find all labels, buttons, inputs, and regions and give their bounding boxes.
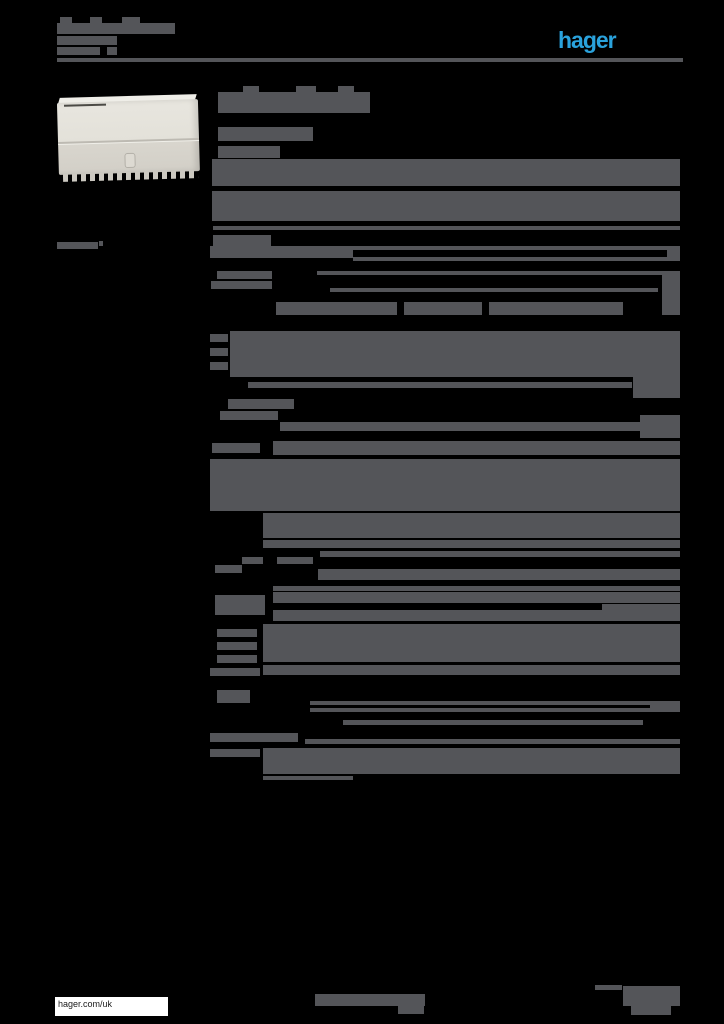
- redacted-text-bar: [317, 271, 680, 275]
- redacted-text-bar: [489, 302, 623, 315]
- redacted-text-bar: [60, 17, 72, 24]
- redacted-text-bar: [90, 17, 102, 24]
- redacted-text-bar: [280, 422, 640, 431]
- redacted-text-bar: [57, 47, 100, 55]
- redacted-text-bar: [602, 604, 680, 610]
- redacted-text-bar: [330, 288, 658, 292]
- redacted-text-bar: [57, 36, 117, 45]
- redacted-text-bar: [107, 47, 117, 55]
- footer-website-box: hager.com/uk: [55, 997, 168, 1016]
- product-image-consumer-unit: [56, 94, 200, 186]
- redacted-text-bar: [228, 399, 294, 409]
- product-latch: [124, 152, 136, 169]
- redacted-text-bar: [217, 655, 257, 663]
- redacted-text-bar: [57, 23, 175, 34]
- redacted-text-bar: [210, 362, 228, 370]
- redacted-text-bar: [210, 334, 228, 342]
- redacted-text-bar: [296, 86, 316, 94]
- redacted-text-bar: [631, 1006, 671, 1015]
- redacted-text-bar: [273, 610, 680, 621]
- redacted-text-bar: [640, 415, 680, 438]
- redacted-text-bar: [315, 994, 425, 1006]
- redacted-text-bar: [243, 86, 259, 94]
- redacted-text-bar: [211, 281, 272, 289]
- redacted-text-bar: [273, 592, 680, 603]
- redacted-text-bar: [263, 776, 353, 780]
- redacted-text-bar: [215, 565, 242, 573]
- footer-website-link[interactable]: hager.com/uk: [58, 999, 113, 1009]
- redacted-text-bar: [310, 701, 680, 705]
- redacted-text-bar: [667, 246, 680, 261]
- redacted-text-bar: [212, 159, 680, 186]
- redacted-text-bar: [273, 586, 680, 591]
- redacted-text-bar: [263, 540, 680, 548]
- redacted-text-bar: [230, 331, 680, 377]
- redacted-text-bar: [212, 191, 680, 221]
- redacted-text-bar: [217, 690, 250, 703]
- redacted-text-bar: [404, 302, 482, 315]
- redacted-text-bar: [277, 557, 313, 564]
- redacted-text-bar: [122, 17, 140, 24]
- redacted-text-bar: [215, 595, 265, 615]
- product-lid-crease: [58, 138, 200, 144]
- redacted-text-bar: [213, 226, 680, 230]
- redacted-text-bar: [263, 748, 680, 774]
- redacted-text-bar: [633, 370, 680, 398]
- redacted-text-bar: [220, 411, 278, 420]
- redacted-text-bar: [213, 235, 271, 246]
- redacted-text-bar: [57, 242, 98, 249]
- redacted-text-bar: [210, 459, 680, 511]
- redacted-text-bar: [398, 1006, 424, 1014]
- redacted-text-bar: [210, 668, 260, 676]
- redacted-text-bar: [218, 146, 280, 158]
- hager-logo: hager: [558, 27, 617, 53]
- redacted-text-bar: [217, 271, 272, 279]
- redacted-text-bar: [212, 443, 260, 453]
- redacted-text-bar: [276, 302, 397, 315]
- redacted-text-bar: [217, 629, 257, 637]
- redacted-text-bar: [218, 92, 370, 113]
- redacted-text-bar: [210, 348, 228, 356]
- redacted-text-bar: [318, 569, 680, 580]
- redacted-text-bar: [99, 241, 103, 246]
- redacted-text-bar: [263, 624, 680, 662]
- redacted-text-bar: [263, 665, 680, 675]
- redacted-text-bar: [343, 720, 643, 725]
- redacted-text-bar: [305, 739, 680, 744]
- redacted-text-bar: [210, 749, 260, 757]
- redacted-text-bar: [263, 513, 680, 538]
- redacted-text-bar: [353, 246, 667, 250]
- redacted-text-bar: [310, 708, 680, 712]
- redacted-text-bar: [273, 441, 680, 455]
- redacted-text-bar: [320, 551, 680, 557]
- redacted-text-bar: [248, 382, 632, 388]
- redacted-text-bar: [217, 642, 257, 650]
- product-hinge-gap: [63, 103, 107, 107]
- redacted-text-bar: [210, 246, 353, 258]
- redacted-text-bar: [338, 86, 354, 94]
- redacted-text-bar: [623, 986, 680, 1006]
- redacted-text-bar: [210, 733, 298, 742]
- header-rule: [57, 58, 683, 62]
- redacted-text-bar: [242, 557, 263, 564]
- redacted-text-bar: [218, 127, 313, 141]
- redacted-text-bar: [650, 701, 680, 712]
- product-front-face: [56, 99, 200, 175]
- redacted-text-bar: [662, 275, 680, 315]
- redacted-text-bar: [595, 985, 622, 990]
- redacted-text-bar: [353, 257, 667, 261]
